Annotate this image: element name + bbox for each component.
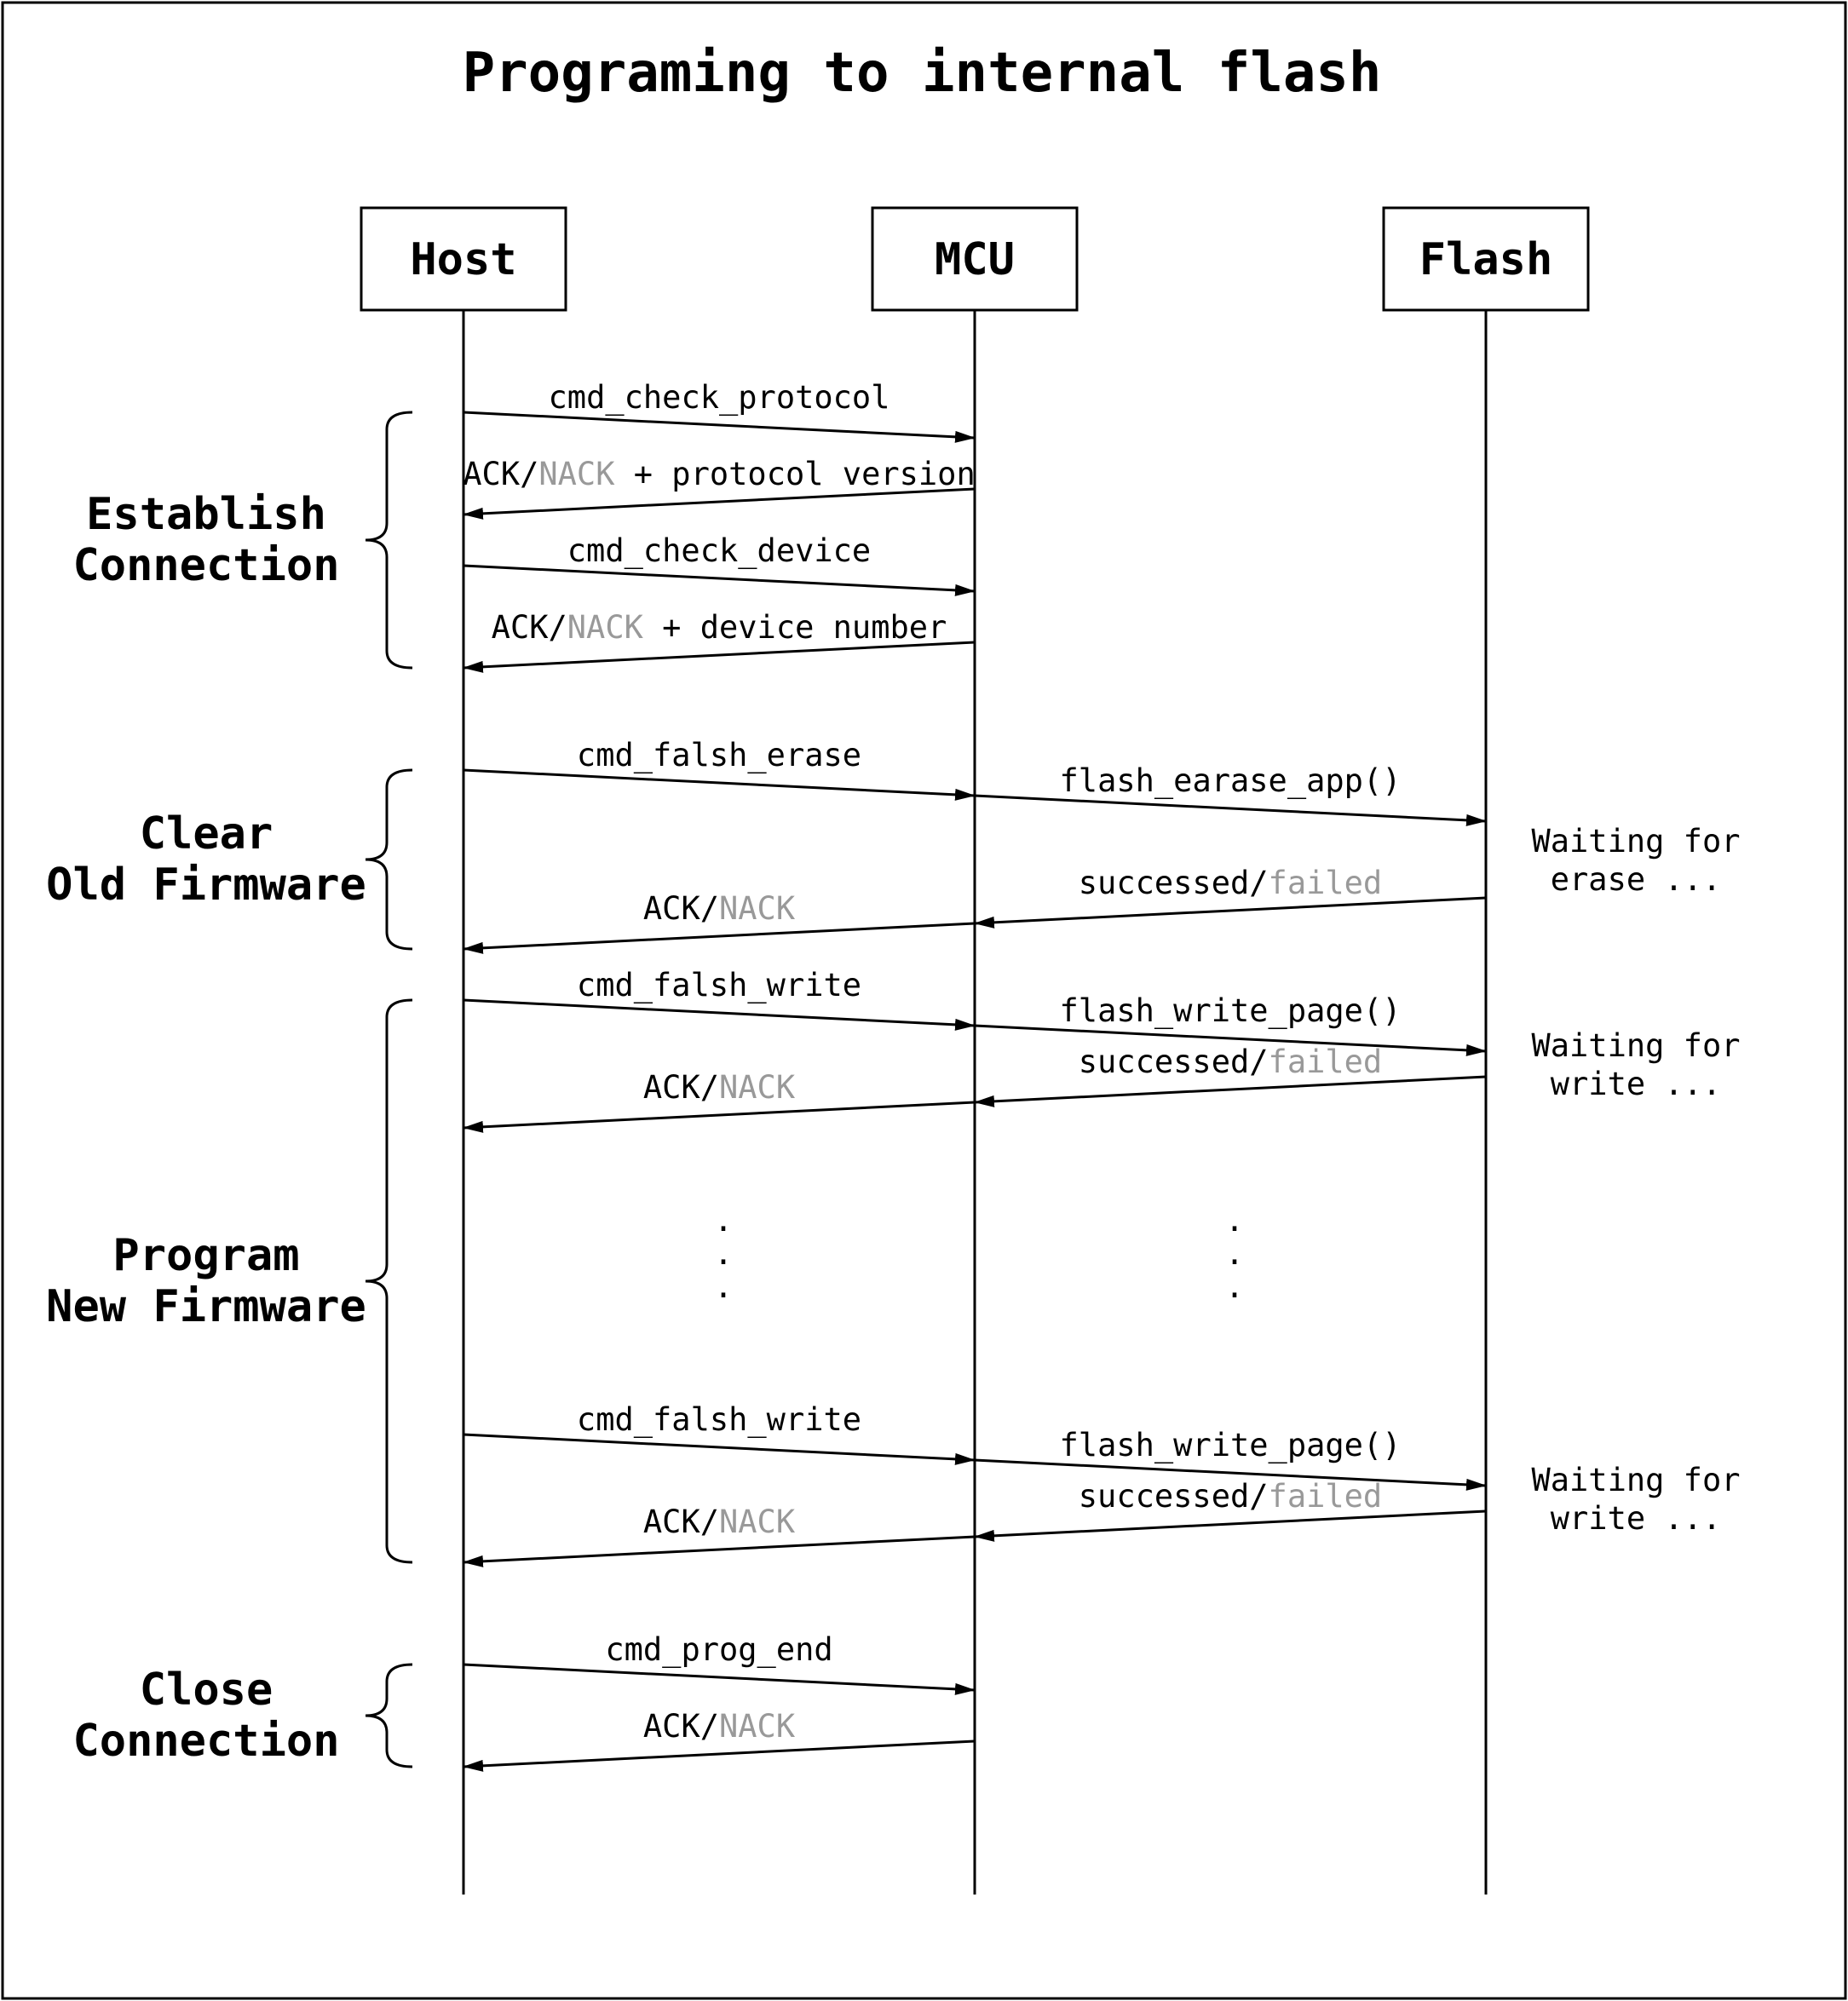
ellipsis-dot: . bbox=[714, 1202, 733, 1239]
phase-label: Old Firmware bbox=[46, 860, 366, 911]
message-arrow bbox=[463, 768, 976, 801]
flash-actor-label: Flash bbox=[1419, 234, 1553, 285]
message-label: successed/failed bbox=[1079, 1478, 1382, 1515]
message-check-device: cmd_check_device bbox=[463, 532, 976, 596]
note-waiting-write-1: Waiting for write ... bbox=[1531, 1027, 1740, 1102]
message-protocol-reply: ACK/NACK + protocol version bbox=[463, 456, 976, 520]
phase-brace bbox=[365, 411, 413, 670]
phase-label: Connection bbox=[72, 540, 339, 591]
message-flash-erase: cmd_falsh_erase bbox=[463, 737, 976, 801]
message-label: ACK/NACK bbox=[643, 890, 796, 927]
message-label: cmd_check_device bbox=[567, 532, 871, 570]
phase-brace bbox=[365, 998, 413, 1564]
message-erase-result: successed/failed bbox=[974, 865, 1487, 929]
message-arrow bbox=[974, 896, 1487, 929]
message-arrow bbox=[463, 998, 976, 1031]
message-arrow bbox=[974, 794, 1487, 826]
message-label: flash_earase_app() bbox=[1060, 762, 1402, 800]
note-line: Waiting for bbox=[1531, 1462, 1740, 1498]
phase-program: Program New Firmware bbox=[46, 998, 413, 1564]
message-label: successed/failed bbox=[1079, 865, 1382, 901]
message-arrow bbox=[463, 641, 976, 673]
message-arrow bbox=[463, 1101, 976, 1133]
flash-actor-box bbox=[1382, 206, 1590, 312]
message-label: flash_write_page() bbox=[1060, 1427, 1402, 1464]
message-label: cmd_falsh_write bbox=[577, 967, 861, 1004]
actor-host: Host bbox=[360, 206, 567, 1895]
phase-label: Close bbox=[140, 1665, 273, 1716]
message-label: ACK/NACK + device number bbox=[492, 609, 947, 646]
message-label: ACK/NACK + protocol version bbox=[463, 456, 975, 492]
message-arrow bbox=[463, 1663, 976, 1695]
message-arrow bbox=[974, 1458, 1487, 1491]
phase-label: Connection bbox=[72, 1716, 339, 1767]
message-write-result-1: successed/failed bbox=[974, 1044, 1487, 1107]
message-device-reply: ACK/NACK + device number bbox=[463, 609, 976, 673]
message-arrow bbox=[463, 411, 976, 443]
message-erase-ack: ACK/NACK bbox=[463, 890, 976, 954]
message-arrow bbox=[463, 1535, 976, 1567]
message-label: cmd_falsh_erase bbox=[577, 737, 861, 774]
message-label: cmd_check_protocol bbox=[549, 379, 890, 417]
message-label: ACK/NACK bbox=[643, 1504, 796, 1540]
message-flash-earase-app: flash_earase_app() bbox=[974, 762, 1487, 826]
message-arrow bbox=[463, 487, 976, 520]
message-write-ack-2: ACK/NACK bbox=[463, 1504, 976, 1567]
phase-label: Program bbox=[112, 1230, 299, 1281]
phase-establish: Establish Connection bbox=[72, 411, 413, 670]
message-write-result-2: successed/failed bbox=[974, 1478, 1487, 1542]
note-line: Waiting for bbox=[1531, 823, 1740, 860]
note-line: erase ... bbox=[1551, 861, 1721, 898]
phase-label: Establish bbox=[86, 489, 326, 540]
message-write-ack-1: ACK/NACK bbox=[463, 1069, 976, 1133]
message-label: ACK/NACK bbox=[643, 1708, 796, 1745]
diagram-title: Programing to internal flash bbox=[463, 42, 1382, 105]
actor-flash: Flash bbox=[1382, 206, 1590, 1895]
phase-label: Clear bbox=[140, 808, 273, 860]
message-label: cmd_falsh_write bbox=[577, 1401, 861, 1439]
ellipsis-dot: . bbox=[1225, 1235, 1244, 1272]
message-arrow bbox=[463, 564, 976, 596]
phase-close: Close Connection bbox=[72, 1663, 413, 1768]
message-label: successed/failed bbox=[1079, 1044, 1382, 1080]
message-arrow bbox=[463, 922, 976, 954]
note-line: Waiting for bbox=[1531, 1027, 1740, 1064]
message-prog-end: cmd_prog_end bbox=[463, 1631, 976, 1695]
mcu-actor-box bbox=[871, 206, 1079, 312]
message-label: cmd_prog_end bbox=[605, 1631, 832, 1669]
ellipsis-dot: . bbox=[1225, 1268, 1244, 1305]
message-label: ACK/NACK bbox=[643, 1069, 796, 1106]
message-flash-write-1: cmd_falsh_write bbox=[463, 967, 976, 1031]
host-actor-box bbox=[360, 206, 567, 312]
note-line: write ... bbox=[1551, 1500, 1721, 1537]
message-arrow bbox=[974, 1509, 1487, 1542]
phase-brace bbox=[365, 768, 413, 951]
phase-clear: Clear Old Firmware bbox=[46, 768, 413, 951]
mcu-actor-label: MCU bbox=[935, 234, 1015, 285]
message-write-page-2: flash_write_page() bbox=[974, 1427, 1487, 1491]
host-actor-label: Host bbox=[410, 234, 516, 285]
note-waiting-erase: Waiting for erase ... bbox=[1531, 823, 1740, 898]
ellipsis-mcu-flash: . . . bbox=[1225, 1202, 1244, 1305]
note-line: write ... bbox=[1551, 1066, 1721, 1102]
message-label: flash_write_page() bbox=[1060, 992, 1402, 1030]
message-arrow bbox=[974, 1024, 1487, 1056]
message-write-page-1: flash_write_page() bbox=[974, 992, 1487, 1056]
message-arrow bbox=[463, 1739, 976, 1772]
note-waiting-write-2: Waiting for write ... bbox=[1531, 1462, 1740, 1537]
message-prog-end-ack: ACK/NACK bbox=[463, 1708, 976, 1772]
ellipsis-host-mcu: . . . bbox=[714, 1202, 733, 1305]
message-check-protocol: cmd_check_protocol bbox=[463, 379, 976, 443]
message-flash-write-2: cmd_falsh_write bbox=[463, 1401, 976, 1465]
message-arrow bbox=[463, 1433, 976, 1465]
ellipsis-dot: . bbox=[714, 1268, 733, 1305]
ellipsis-dot: . bbox=[714, 1235, 733, 1272]
ellipsis-dot: . bbox=[1225, 1202, 1244, 1239]
message-arrow bbox=[974, 1075, 1487, 1107]
phase-label: New Firmware bbox=[46, 1281, 366, 1332]
phase-brace bbox=[365, 1663, 413, 1768]
